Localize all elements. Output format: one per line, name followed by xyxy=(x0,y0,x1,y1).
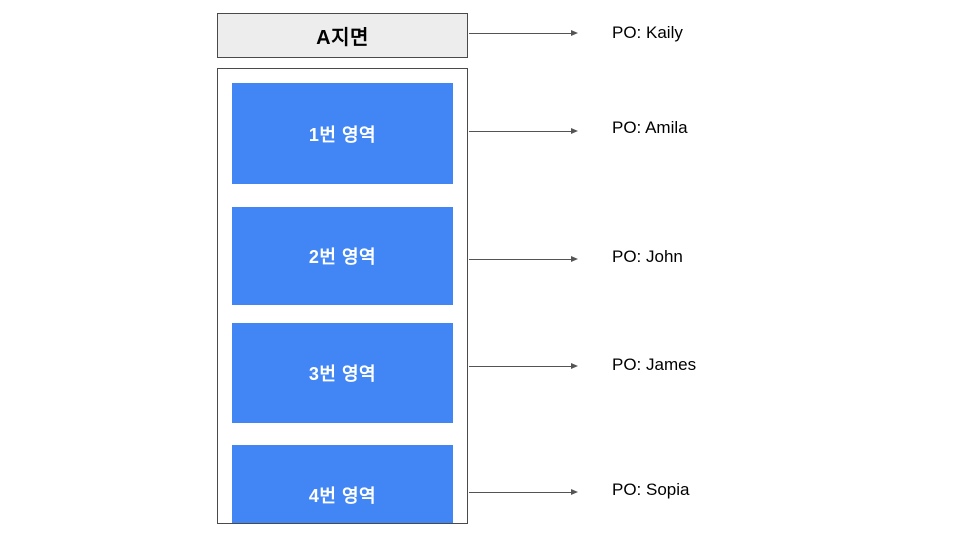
po-label-header: PO: Kaily xyxy=(612,23,683,42)
section-2-label: 2번 영역 xyxy=(308,247,377,267)
section-3-label: 3번 영역 xyxy=(308,364,377,384)
sections-container: 1번 영역 2번 영역 3번 영역 4번 영역 xyxy=(217,68,468,524)
arrow-header-to-po xyxy=(469,29,578,36)
section-4-label: 4번 영역 xyxy=(308,486,377,506)
page-a-header-label: A지면 xyxy=(316,27,369,49)
page-a-header-box: A지면 xyxy=(217,13,468,58)
section-box-3: 3번 영역 xyxy=(232,323,453,423)
po-label-section-1: PO: Amila xyxy=(612,118,688,137)
arrow-section-2-to-po xyxy=(469,255,578,262)
section-box-2: 2번 영역 xyxy=(232,207,453,305)
arrow-section-4-to-po xyxy=(469,488,578,495)
po-label-section-2: PO: John xyxy=(612,247,683,266)
po-label-section-3: PO: James xyxy=(612,355,697,374)
arrow-section-3-to-po xyxy=(469,362,578,369)
arrow-section-1-to-po xyxy=(469,127,578,134)
section-box-4: 4번 영역 xyxy=(232,445,453,523)
po-label-section-4: PO: Sopia xyxy=(612,480,690,499)
section-1-label: 1번 영역 xyxy=(308,124,377,145)
section-box-1: 1번 영역 xyxy=(232,83,453,184)
